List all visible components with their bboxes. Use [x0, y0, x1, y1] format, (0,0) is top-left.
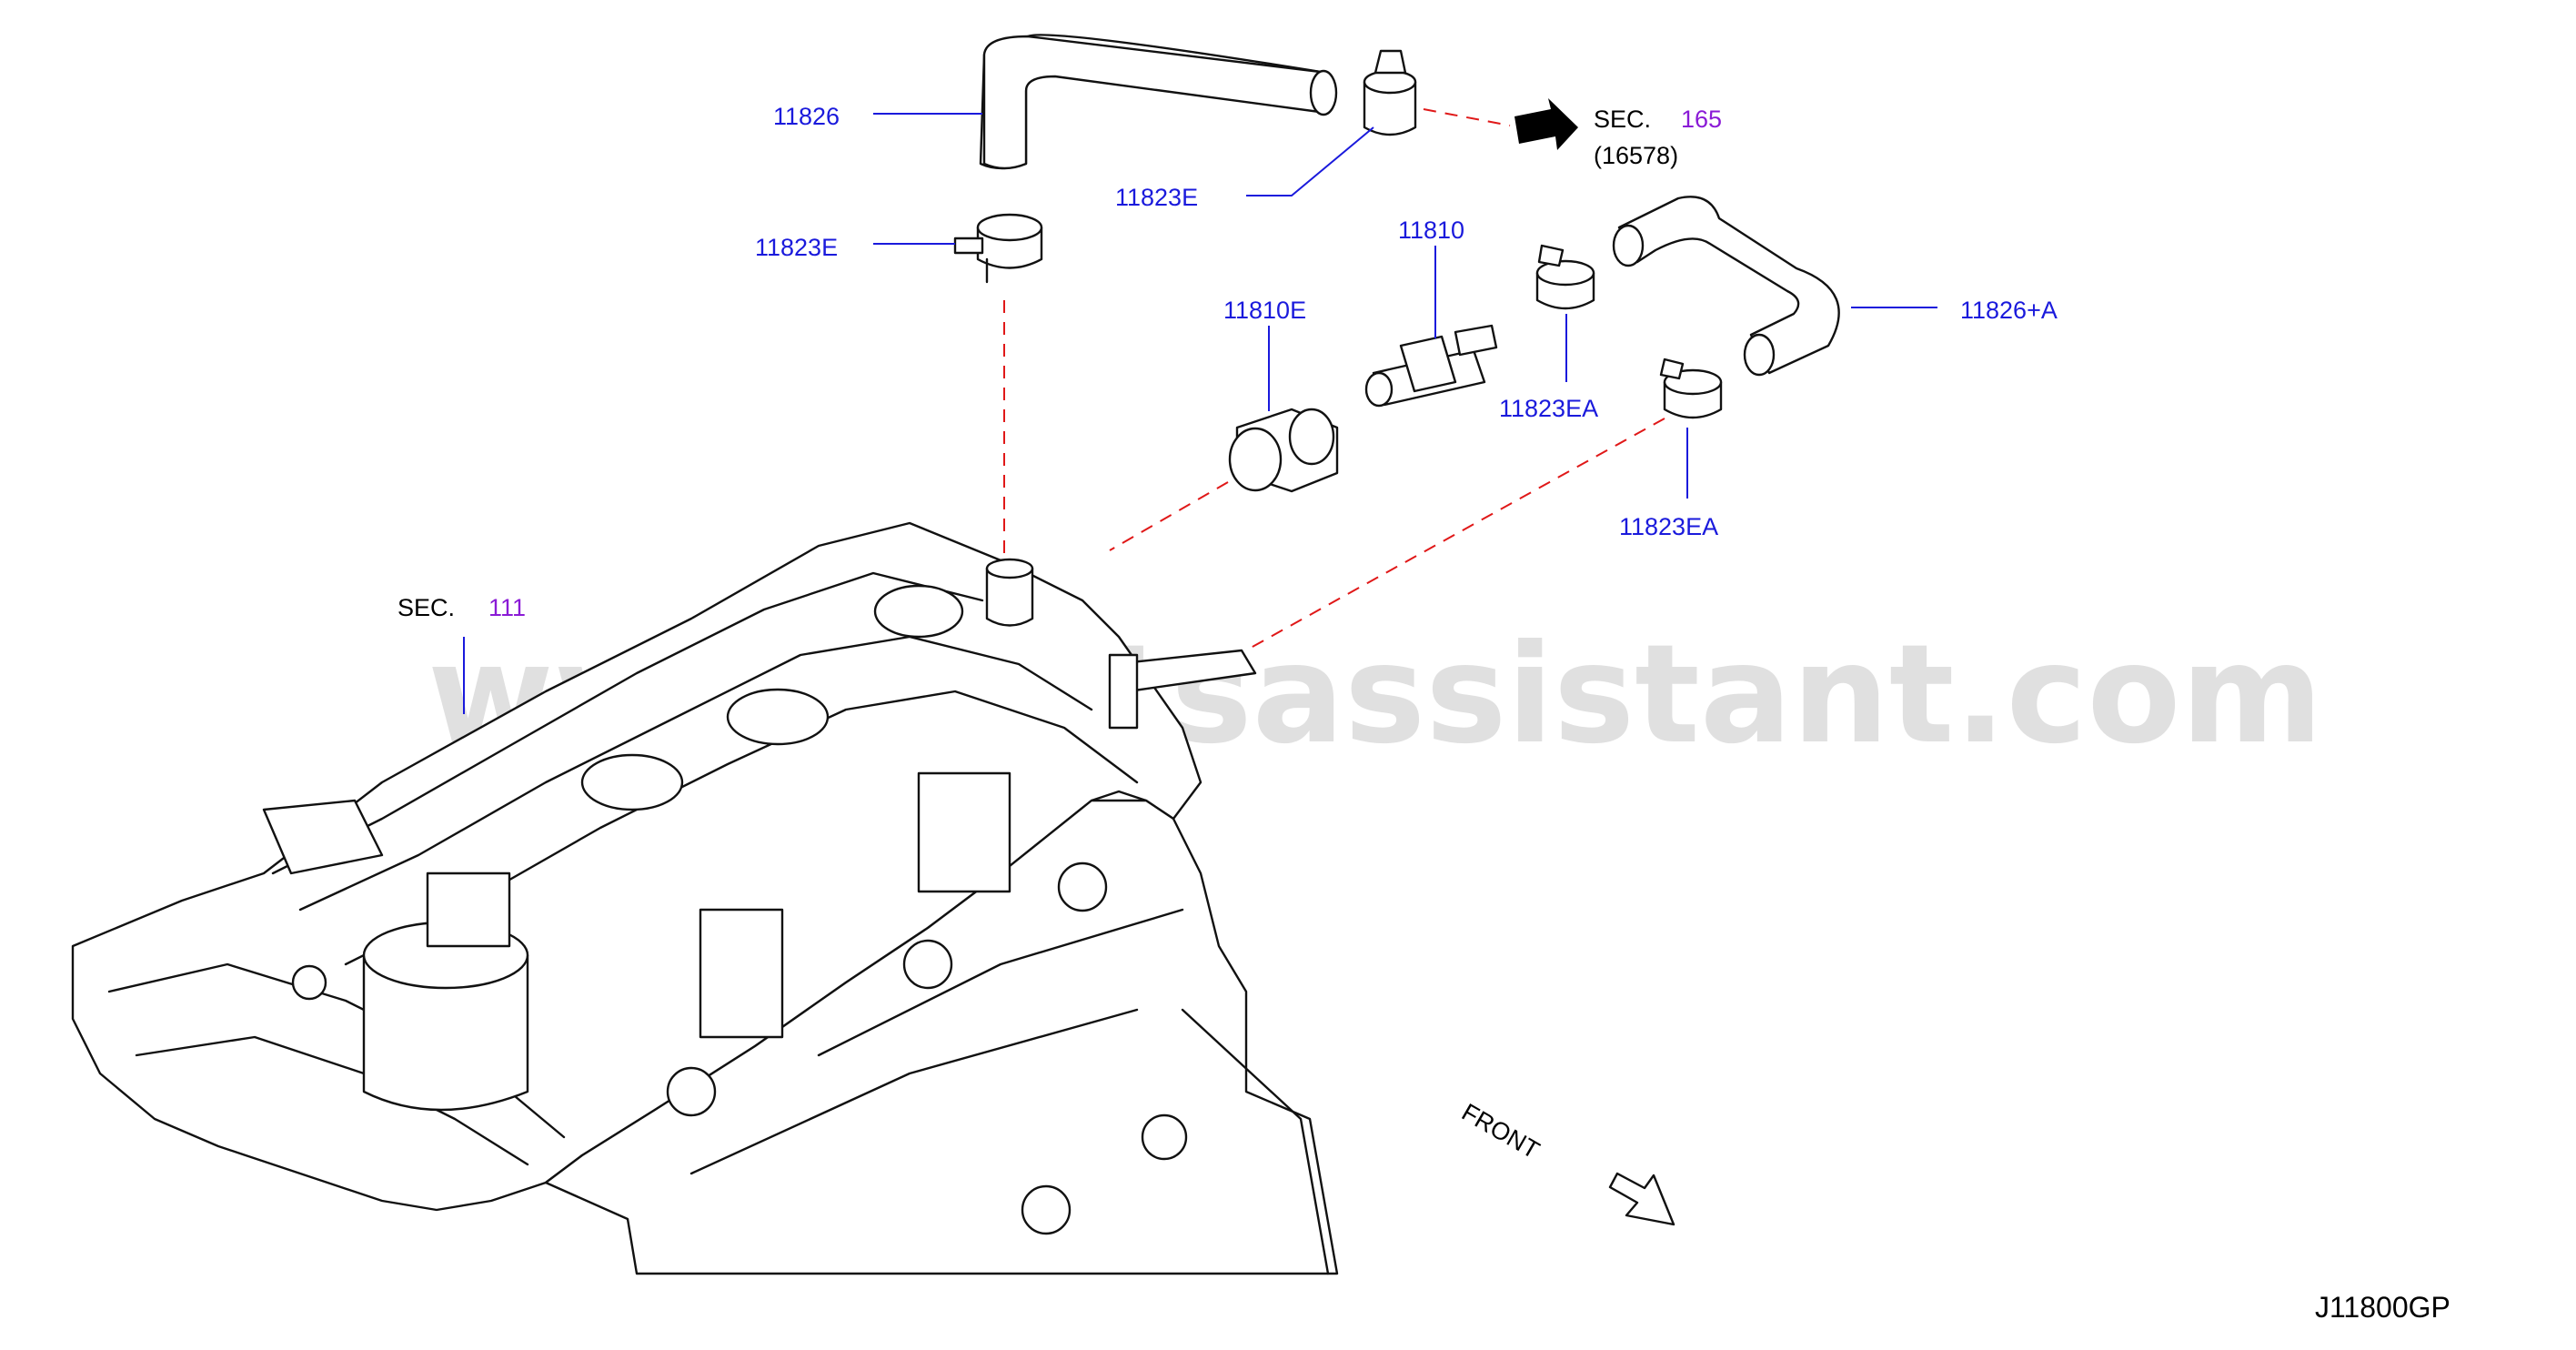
pcv-port-top	[985, 558, 1034, 579]
front-arrow-icon	[1608, 1172, 1675, 1226]
boss-4	[1141, 1113, 1188, 1161]
clamp-11823e-top-art	[1363, 49, 1417, 136]
block-rib-1	[817, 908, 1184, 1057]
oil-filler-knob	[426, 871, 511, 948]
dash-to-sec-165	[1423, 108, 1511, 126]
callout-11826a: 11826+A	[1960, 297, 2058, 324]
grommet-11810e-art	[1228, 408, 1339, 493]
hose-11826a-art	[1612, 196, 1840, 377]
coil-block-2	[699, 908, 784, 1039]
callout-11823ea-upper: 11823EA	[1499, 395, 1598, 422]
boss-1	[1057, 861, 1108, 912]
leader-11823e-top	[1246, 126, 1374, 196]
plug-cap-1	[726, 688, 830, 746]
engine-cylinder-head	[71, 521, 1339, 1275]
boss-6	[291, 964, 327, 1001]
boss-3	[666, 1066, 717, 1117]
cover-ridge-1	[271, 571, 984, 875]
boss-5	[1021, 1184, 1072, 1235]
hose-11826-end	[1309, 69, 1338, 116]
callout-11823ea-lower: 11823EA	[1619, 513, 1718, 540]
plug-cap-3	[873, 584, 964, 639]
callout-11823e-left: 11823E	[755, 234, 838, 261]
callout-11810: 11810	[1398, 217, 1464, 244]
front-label: FRONT	[1457, 1098, 1545, 1164]
callout-11826: 11826	[773, 103, 840, 130]
callout-11810e: 11810E	[1223, 297, 1306, 324]
sec-165-sub: (16578)	[1594, 142, 1678, 169]
clamp-11823ea-upper-art	[1535, 244, 1595, 310]
pcv-port-boss	[985, 567, 1034, 627]
block-rib-2	[689, 1008, 1139, 1175]
clamp-11823e-left-art	[953, 213, 1043, 284]
dash-grommet-to-head	[1109, 481, 1229, 551]
sec-111-number[interactable]: 111	[488, 594, 526, 621]
sec-111-prefix: SEC.	[397, 594, 455, 621]
cover-ridge-2	[298, 635, 1093, 912]
clamp-11823ea-lower-art	[1659, 358, 1723, 419]
dash-hose-to-breather	[1250, 418, 1665, 649]
coil-block-3	[262, 799, 384, 875]
breather-base	[1108, 653, 1139, 730]
coil-block-1	[917, 771, 1011, 893]
arrow-sec-165	[1514, 98, 1578, 150]
boss-2	[902, 939, 953, 990]
diagram-code: J11800GP	[2315, 1291, 2450, 1324]
pcv-valve-11810-art	[1364, 324, 1498, 408]
engine-block-lower	[544, 799, 1339, 1275]
sec-165-number[interactable]: 165	[1681, 106, 1722, 133]
block-rib-3	[1181, 1008, 1330, 1275]
callout-11823e-top: 11823E	[1115, 184, 1198, 211]
plug-cap-2	[580, 753, 684, 811]
hose-11826-art	[979, 34, 1338, 170]
sec-165-prefix: SEC.	[1594, 106, 1651, 133]
